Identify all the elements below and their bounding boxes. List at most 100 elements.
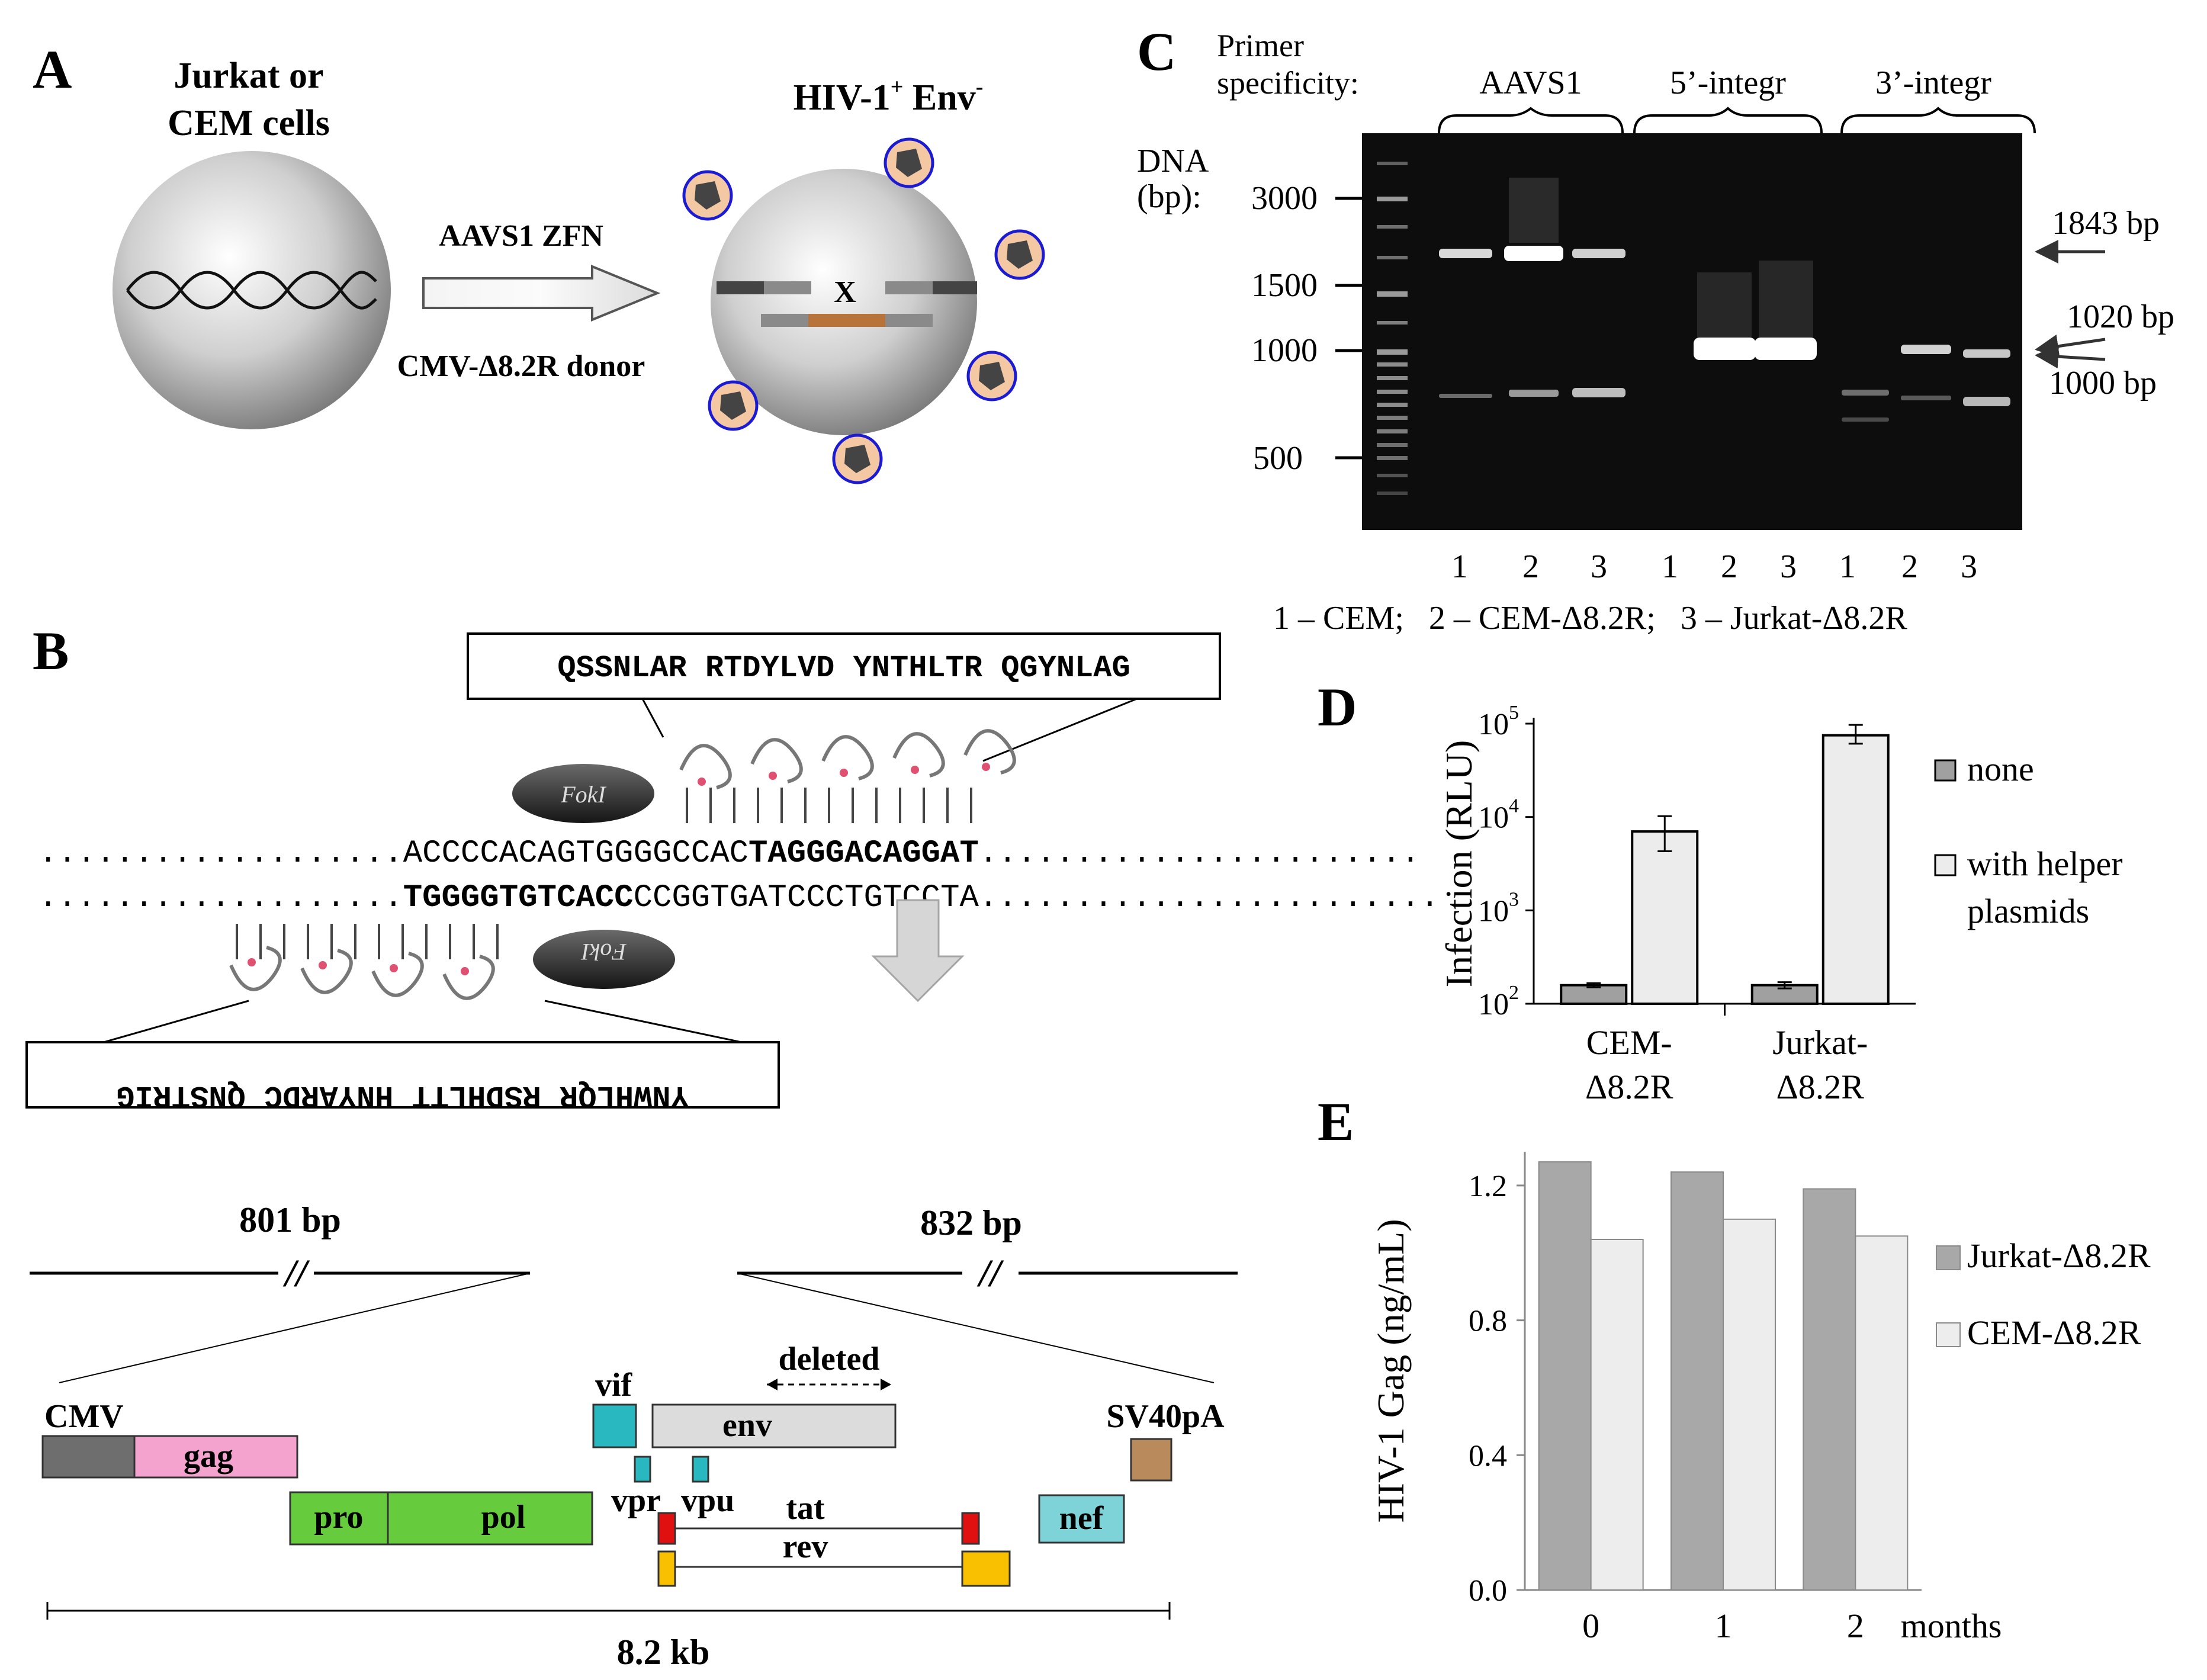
y-tick-label: 0.8 [1469,1305,1507,1338]
zinc-finger-top [679,729,1016,823]
group-label-5integr: 5’-integr [1670,65,1786,101]
panel-c: C Primer specificity: AAVS1 5’-integr 3’… [1137,21,2174,637]
y-tick-label: 104 [1478,795,1519,835]
group-label-aavs1: AAVS1 [1479,65,1582,101]
cell-label-line-1: Jurkat or [174,56,323,96]
nef-gene [1038,1494,1125,1544]
lane-legend: 1 – CEM; 2 – CEM-Δ8.2R; 3 – Jurkat-Δ8.2R [1273,600,1907,637]
vpr-gene [634,1456,651,1483]
vpu-label: vpu [681,1482,734,1519]
gag-gene [133,1435,298,1479]
env-label: env [722,1407,772,1444]
cmv-promoter [41,1435,136,1479]
bar [1822,734,1890,1006]
sv40-label: SV40pA [1106,1398,1225,1435]
x-tick-label: Δ8.2R [1585,1068,1673,1106]
ladder-mark-3000: 3000 [1251,180,1318,217]
y-tick-label: 1.2 [1469,1170,1507,1203]
hiv-env-title: HIV-1+ Env- [794,75,984,118]
panel-a: A Jurkat or CEM cells AAVS1 ZFN CMV-Δ8.2… [33,39,1045,484]
top-protein-sequence: QSSNLAR RTDYLVD YNTHLTR QGYNLAG [557,651,1130,686]
arrow-bottom-label: CMV-Δ8.2R donor [397,349,645,383]
gel-bands [1439,178,2010,422]
virion-particle [832,433,883,484]
lane-number: 1 [1662,548,1678,585]
top-protein-box [467,632,1221,700]
foki-label-top: FokI [560,781,606,808]
y-tick-label: 102 [1478,982,1519,1022]
zinc-finger-bottom [229,924,499,1000]
legend-label: none [1967,750,2034,788]
x-tick-label: 2 [1847,1607,1864,1645]
virion-particle [966,351,1017,401]
pol-label: pol [481,1499,526,1536]
panel-a-letter: A [33,39,72,99]
virion-particle [682,170,733,221]
chromosome-helix [126,271,377,310]
right-arm-label: 832 bp [920,1203,1022,1242]
panel-b: B QSSNLAR RTDYLVD YNTHLTR QGYNLAG [25,621,1440,1672]
legend-label: with helper [1967,844,2123,883]
ladder-mark-1500: 1500 [1251,267,1318,304]
lane-number: 3 [1780,548,1797,585]
x-tick-label: Jurkat- [1772,1023,1868,1062]
bar [1855,1235,1909,1591]
x-tick-label: 0 [1582,1607,1599,1645]
pol-gene [387,1491,593,1546]
bar [1631,830,1699,1006]
panel-b-letter: B [33,621,69,681]
bottom-protein-sequence: YNWHLQR RSDHLTT HNYARDC QNSTRIG [116,1078,689,1113]
x-tick-label: 1 [1715,1607,1732,1645]
y-axis-label: HIV-1 Gag (ng/mL) [1370,1219,1412,1522]
panel-e-letter: E [1318,1091,1354,1152]
tat-label: tat [786,1490,825,1527]
cleavage-arrow [871,899,965,1003]
lane-number: 3 [1591,548,1607,585]
right-break-mark: // [977,1252,1004,1295]
vif-label: vif [595,1367,633,1403]
left-break-mark: // [283,1252,310,1295]
virion-particle [994,229,1045,280]
bar [1590,1239,1644,1591]
rev-exon-1 [657,1550,676,1587]
scale-bar-label: 8.2 kb [617,1633,710,1672]
vif-gene [592,1403,637,1448]
y-axis-label: Infection (RLU) [1438,740,1480,988]
bar [1538,1161,1592,1591]
legend-label: Jurkat-Δ8.2R [1967,1236,2151,1275]
panel-c-letter: C [1137,21,1176,82]
vpr-label: vpr [611,1482,661,1519]
primer-label-line-2: specificity: [1217,65,1359,101]
panel-d-letter: D [1318,677,1357,737]
virion-particle [708,380,759,431]
y-tick-label: 0.4 [1469,1439,1507,1473]
lane-number: 3 [1961,548,1977,585]
deleted-label: deleted [778,1341,879,1377]
rev-exon-2 [961,1550,1011,1587]
x-tick-label: CEM- [1586,1023,1672,1062]
integration-site [717,281,977,327]
primer-label-line-1: Primer [1217,28,1304,63]
lane-numbers: 1 2 3 1 2 3 1 2 3 [1451,548,1977,585]
y-tick-label: 103 [1478,888,1519,928]
sv40pa [1130,1438,1172,1482]
cmv-label: CMV [44,1398,124,1435]
y-tick-label: 0.0 [1469,1574,1507,1608]
cell-label-line-2: CEM cells [168,103,330,143]
modified-cell [711,169,977,435]
arrow-top-label: AAVS1 ZFN [439,219,603,253]
pro-label: pro [314,1499,364,1536]
lane-number: 2 [1901,548,1918,585]
dna-bottom-strand: ...................TGGGGTGTCACCCCGGTGATC… [38,880,1440,916]
lane-number: 2 [1721,548,1737,585]
vpu-gene [692,1456,709,1483]
x-tick-label: Δ8.2R [1776,1068,1865,1106]
nef-label: nef [1059,1500,1104,1537]
gel-image [1362,133,2022,530]
legend-label: CEM-Δ8.2R [1967,1313,2141,1352]
bar [1723,1218,1776,1591]
